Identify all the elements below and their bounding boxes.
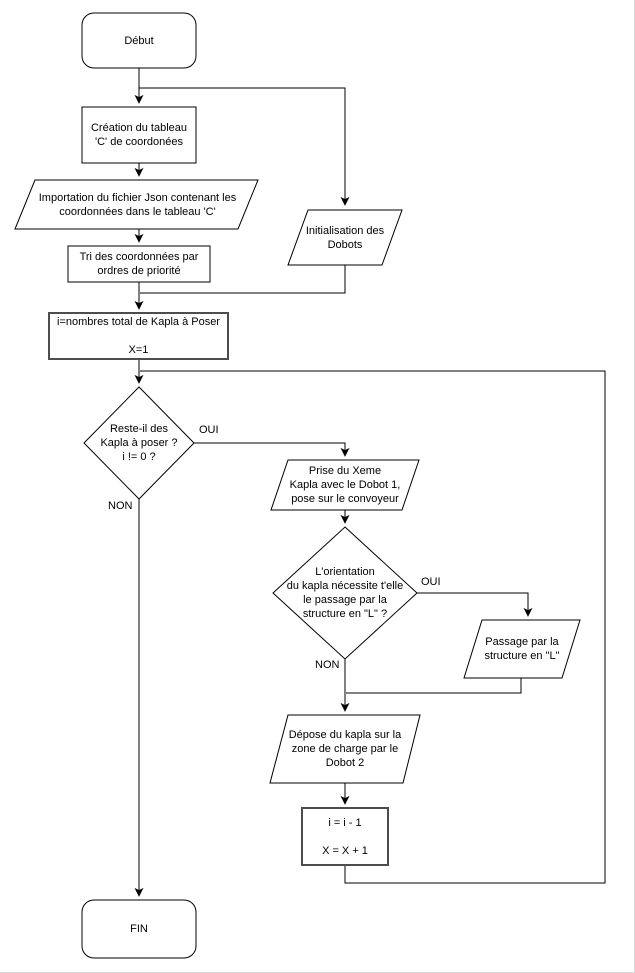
edge-increment-loopback bbox=[140, 370, 606, 884]
initialisation-parallelogram-shape bbox=[287, 209, 403, 266]
creation-process-shape bbox=[81, 106, 197, 164]
edge-reste-oui-prise bbox=[194, 442, 350, 457]
debut-terminator-shape bbox=[81, 12, 197, 69]
edge-passage-merge bbox=[346, 678, 522, 694]
edge-label-orientation-oui: OUI bbox=[419, 576, 443, 589]
edge-debut-initialisation bbox=[139, 87, 350, 206]
edge-label-reste-oui: OUI bbox=[197, 424, 221, 437]
edge-label-reste-non: NON bbox=[106, 500, 135, 513]
increment-process-shape bbox=[301, 807, 389, 866]
edge-initialisation-merge bbox=[140, 265, 346, 294]
passage-parallelogram-shape bbox=[463, 619, 581, 679]
compteur-process-shape bbox=[48, 312, 229, 360]
edge-label-orientation-non: NON bbox=[313, 659, 342, 672]
fin-terminator-shape bbox=[81, 899, 197, 959]
importation-parallelogram-shape bbox=[14, 179, 259, 230]
decision-reste-diamond-shape bbox=[83, 386, 195, 500]
tri-process-shape bbox=[67, 245, 211, 283]
depose-parallelogram-shape bbox=[269, 714, 421, 784]
prise-parallelogram-shape bbox=[270, 459, 420, 511]
decision-orientation-diamond-shape bbox=[272, 526, 418, 660]
edge-orientation-oui-passage bbox=[417, 592, 533, 617]
